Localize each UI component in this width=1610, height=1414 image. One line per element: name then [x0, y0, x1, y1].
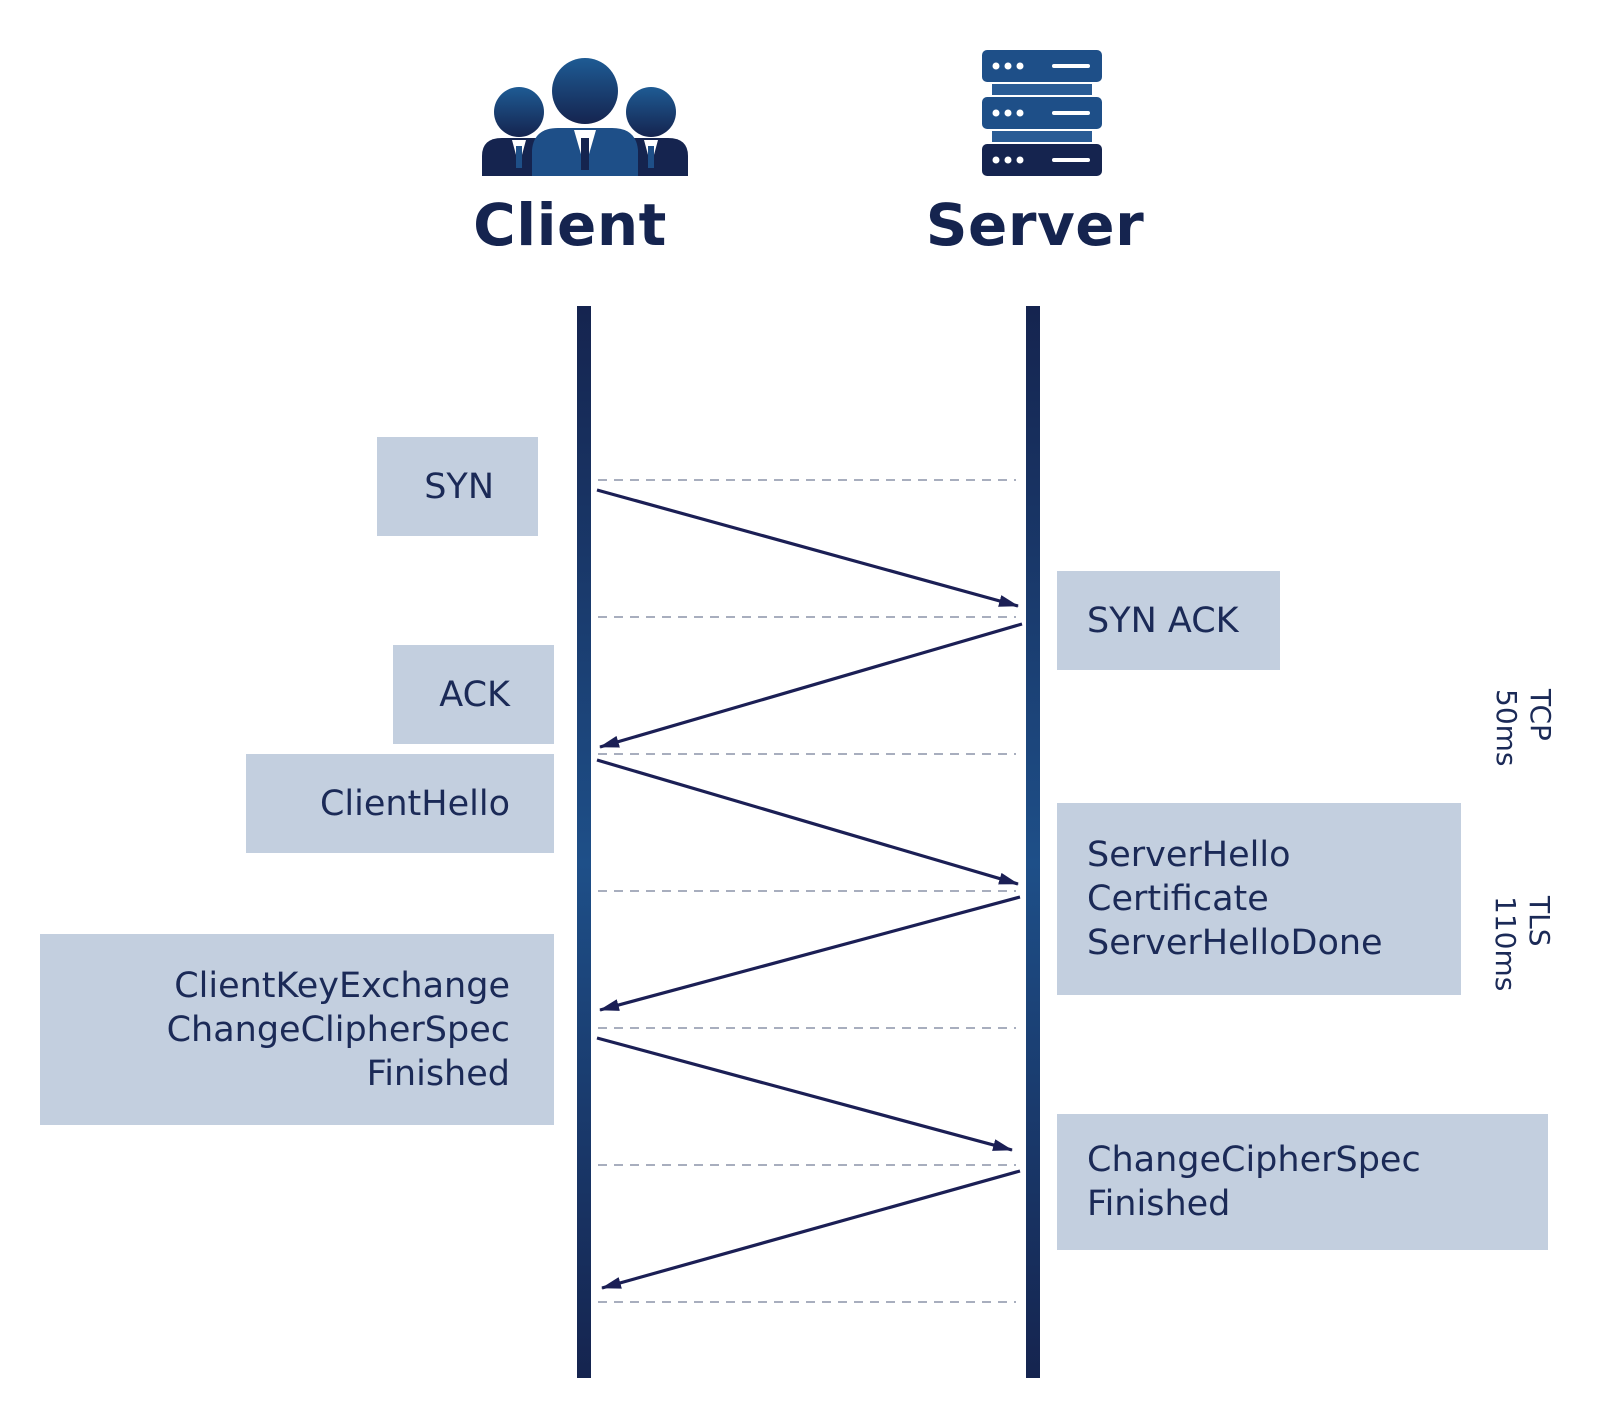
message-line: ServerHelloDone — [1087, 923, 1383, 963]
timing-duration: 110ms — [1489, 896, 1522, 992]
arrow-syn-ack — [599, 622, 1023, 749]
message-line: ServerHello — [1087, 835, 1291, 875]
timing-protocol: TLS — [1523, 896, 1556, 947]
message-line: ChangeClipherSpec — [166, 1009, 510, 1050]
message-line: Certificate — [1087, 879, 1269, 919]
message-line: Finished — [366, 1053, 510, 1094]
arrow-change-cipher-spec — [601, 1169, 1021, 1290]
server-title: Server — [925, 191, 1145, 259]
message-syn: SYN — [377, 437, 538, 536]
message-line: Finished — [1087, 1184, 1231, 1224]
message-line: ACK — [439, 674, 510, 715]
message-server-hello: ServerHello Certificate ServerHelloDone — [1057, 803, 1461, 995]
arrow-client-hello — [596, 758, 1019, 886]
arrow-client-key-exchange — [596, 1036, 1013, 1152]
client-lifeline — [577, 306, 591, 1378]
message-line: SYN ACK — [1087, 600, 1239, 641]
message-line: SYN — [424, 466, 494, 507]
message-ack: ACK — [393, 645, 554, 744]
message-line: ClientKeyExchange — [174, 965, 510, 1006]
timing-protocol: TCP — [1524, 689, 1557, 741]
arrow-syn — [596, 488, 1019, 608]
server-lifeline — [1026, 306, 1040, 1378]
server-rack-icon — [982, 50, 1102, 176]
arrow-server-hello — [599, 895, 1021, 1012]
message-client-hello: ClientHello — [246, 754, 554, 853]
group-of-people-icon — [482, 58, 688, 176]
message-change-cipher-spec: ChangeCipherSpec Finished — [1057, 1114, 1548, 1250]
message-line: ChangeCipherSpec — [1087, 1140, 1421, 1180]
timing-tls: TLS 110ms — [1488, 896, 1556, 1000]
client-title: Client — [473, 191, 667, 259]
message-line: ClientHello — [319, 783, 510, 824]
timing-tcp: TCP 50ms — [1489, 689, 1557, 779]
message-client-key-exchange: ClientKeyExchange ChangeClipherSpec Fini… — [40, 934, 554, 1125]
timing-duration: 50ms — [1490, 689, 1523, 767]
message-syn-ack: SYN ACK — [1057, 571, 1280, 670]
